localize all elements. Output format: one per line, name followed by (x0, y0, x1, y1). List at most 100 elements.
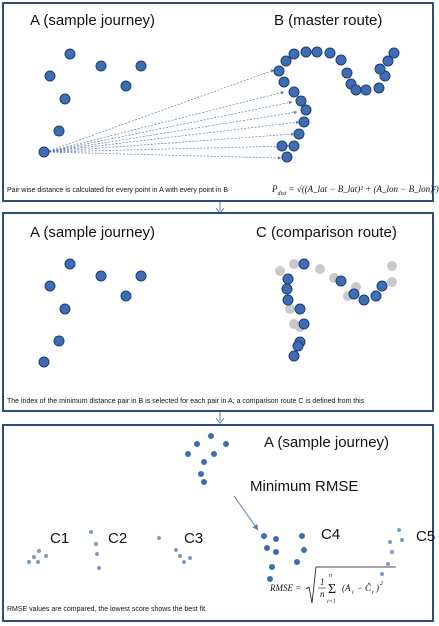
sample-point (120, 80, 132, 92)
sample-journey-points (38, 48, 147, 158)
svg-text:i: i (372, 590, 374, 596)
c2-point (94, 542, 98, 546)
svg-text:(A: (A (342, 583, 351, 593)
sample-mini-point (198, 471, 204, 477)
grey-master-point (315, 264, 325, 274)
pairwise-arrows (45, 69, 300, 160)
panel3-graphic (27, 433, 404, 582)
sample-point (135, 270, 147, 282)
comparison-route-label: C (comparison route) (256, 224, 397, 241)
master-point (374, 63, 386, 75)
c5-point (388, 540, 392, 544)
master-point (382, 55, 394, 67)
c4-point (299, 533, 305, 539)
sample-journey-points-2 (38, 258, 147, 368)
c3-label: C3 (184, 530, 204, 547)
c5-point (397, 528, 401, 532)
sample-point (64, 48, 76, 60)
c3-point (188, 556, 192, 560)
minimum-rmse-label: Minimum RMSE (250, 478, 359, 495)
c3-point (157, 536, 161, 540)
sample-point (64, 258, 76, 270)
route-snippets (27, 433, 404, 582)
comparison-point (376, 280, 388, 292)
sample-mini-point (223, 441, 229, 447)
comparison-point (298, 258, 310, 270)
sample-journey-label-2: A (sample journey) (30, 224, 156, 241)
panel3-caption: RMSE values are compared, the lowest sco… (7, 606, 207, 613)
sample-point (95, 270, 107, 282)
sample-mini-point (201, 459, 207, 465)
c5-label: C5 (416, 528, 436, 545)
panel1-graphic (38, 46, 400, 163)
rmse-formula: RMSE = 1 n n Σ i=1 (A i − Ĉ i ) 2 (269, 566, 396, 605)
svg-text:): ) (375, 583, 379, 593)
panel-rmse-compare: A (sample journey) Minimum RMSE C1 C2 C3… (2, 424, 436, 622)
panel-pairwise-distance: A (sample journey) B (master route) Pair… (2, 2, 439, 202)
panel2-graphic (38, 258, 397, 368)
comparison-point (288, 350, 300, 362)
c3-point (178, 554, 182, 558)
min-rmse-arrow (233, 495, 259, 531)
master-point (388, 47, 400, 59)
svg-text:n: n (329, 573, 332, 579)
master-point (300, 104, 312, 116)
grey-master-point (387, 277, 397, 287)
sample-point (59, 303, 71, 315)
master-point (373, 82, 385, 94)
c2-label: C2 (108, 530, 128, 547)
sample-point (120, 290, 132, 302)
master-point (276, 140, 288, 152)
c5-point (380, 572, 384, 576)
grey-master-point (387, 261, 397, 271)
comparison-point (348, 288, 360, 300)
c4-point (273, 549, 279, 555)
master-point (281, 151, 293, 163)
c3-point (182, 560, 186, 564)
comparison-point (335, 275, 347, 287)
svg-text:2: 2 (380, 581, 383, 587)
svg-text:i=1: i=1 (327, 599, 336, 605)
master-point (288, 140, 300, 152)
svg-text:1: 1 (320, 577, 325, 587)
c4-point (269, 564, 275, 570)
panel1-caption: Pair wise distance is calculated for eve… (7, 187, 228, 194)
c4-point (261, 533, 267, 539)
c1-point (27, 560, 31, 564)
sample-journey-label-3: A (sample journey) (264, 434, 390, 451)
grey-master-point (285, 304, 295, 314)
svg-text:n: n (320, 589, 325, 599)
sample-point (44, 280, 56, 292)
grey-master-point (275, 266, 285, 276)
master-point (300, 46, 312, 58)
master-point (341, 67, 353, 79)
pairwise-arrow (45, 151, 282, 160)
sample-mini-point (211, 451, 217, 457)
master-route-points (273, 46, 400, 163)
master-point (335, 54, 347, 66)
pairwise-arrow (45, 132, 295, 153)
sample-point (44, 70, 56, 82)
svg-text:Ĉ: Ĉ (365, 583, 372, 593)
sample-mini-point (185, 451, 191, 457)
sample-journey-label: A (sample journey) (30, 12, 156, 29)
pdist-formula: Pdist = √((A_lat − B_lat)² + (A_lon − B_… (272, 184, 439, 197)
pairwise-arrow (45, 120, 300, 153)
comparison-route-points (281, 258, 388, 362)
c1-point (32, 555, 36, 559)
c4-point (273, 536, 279, 542)
sample-point (95, 60, 107, 72)
master-point (293, 128, 305, 140)
c4-point (267, 576, 273, 582)
master-point (295, 95, 307, 107)
master-point (360, 84, 372, 96)
master-point (298, 116, 310, 128)
comparison-point (282, 273, 294, 285)
comparison-point (292, 340, 304, 352)
svg-text:RMSE =: RMSE = (269, 583, 301, 593)
comparison-point (282, 294, 294, 306)
pairwise-arrow (45, 91, 285, 153)
sample-mini-point (201, 479, 207, 485)
sample-point (38, 146, 50, 158)
sample-mini-point (194, 441, 200, 447)
